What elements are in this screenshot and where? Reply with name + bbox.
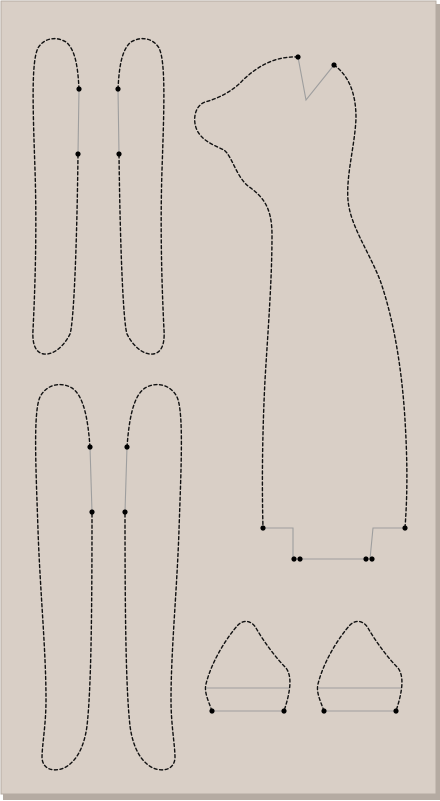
- notch-marker: [297, 556, 303, 562]
- cut-line: [204, 620, 291, 712]
- notch-marker: [76, 86, 82, 92]
- notch-marker: [363, 556, 369, 562]
- pattern-piece-body: [193, 54, 408, 562]
- fold-line: [297, 56, 335, 102]
- pattern-piece-upper-leg-right: [115, 37, 165, 355]
- fold-line: [263, 527, 405, 560]
- cut-line: [316, 620, 403, 712]
- pattern-piece-lower-leg-right: [122, 383, 183, 771]
- fold-line: [124, 446, 128, 513]
- notch-marker: [393, 708, 399, 714]
- cut-line: [117, 37, 165, 355]
- fold-line: [89, 446, 93, 513]
- notch-marker: [116, 151, 122, 157]
- cut-line: [193, 56, 299, 529]
- pattern-piece-ear-left: [204, 620, 291, 714]
- notch-marker: [75, 151, 81, 157]
- notch-marker: [281, 708, 287, 714]
- notch-marker: [291, 556, 297, 562]
- notch-marker: [209, 708, 215, 714]
- notch-marker: [402, 525, 408, 531]
- pattern-piece-ear-right: [316, 620, 403, 714]
- notch-marker: [124, 444, 130, 450]
- notch-marker: [260, 525, 266, 531]
- cut-line: [32, 37, 80, 355]
- notch-marker: [295, 54, 301, 60]
- notch-marker: [89, 509, 95, 515]
- notch-marker: [331, 62, 337, 68]
- pattern-piece-upper-leg-left: [32, 37, 82, 355]
- fold-line: [77, 88, 80, 155]
- notch-marker: [122, 509, 128, 515]
- pattern-piece-lower-leg-left: [34, 383, 95, 771]
- notch-marker: [87, 444, 93, 450]
- notch-marker: [115, 86, 121, 92]
- fold-line: [117, 88, 120, 155]
- cut-line: [333, 64, 408, 529]
- cut-line: [124, 383, 183, 771]
- cut-line: [34, 383, 93, 771]
- notch-marker: [321, 708, 327, 714]
- notch-marker: [369, 556, 375, 562]
